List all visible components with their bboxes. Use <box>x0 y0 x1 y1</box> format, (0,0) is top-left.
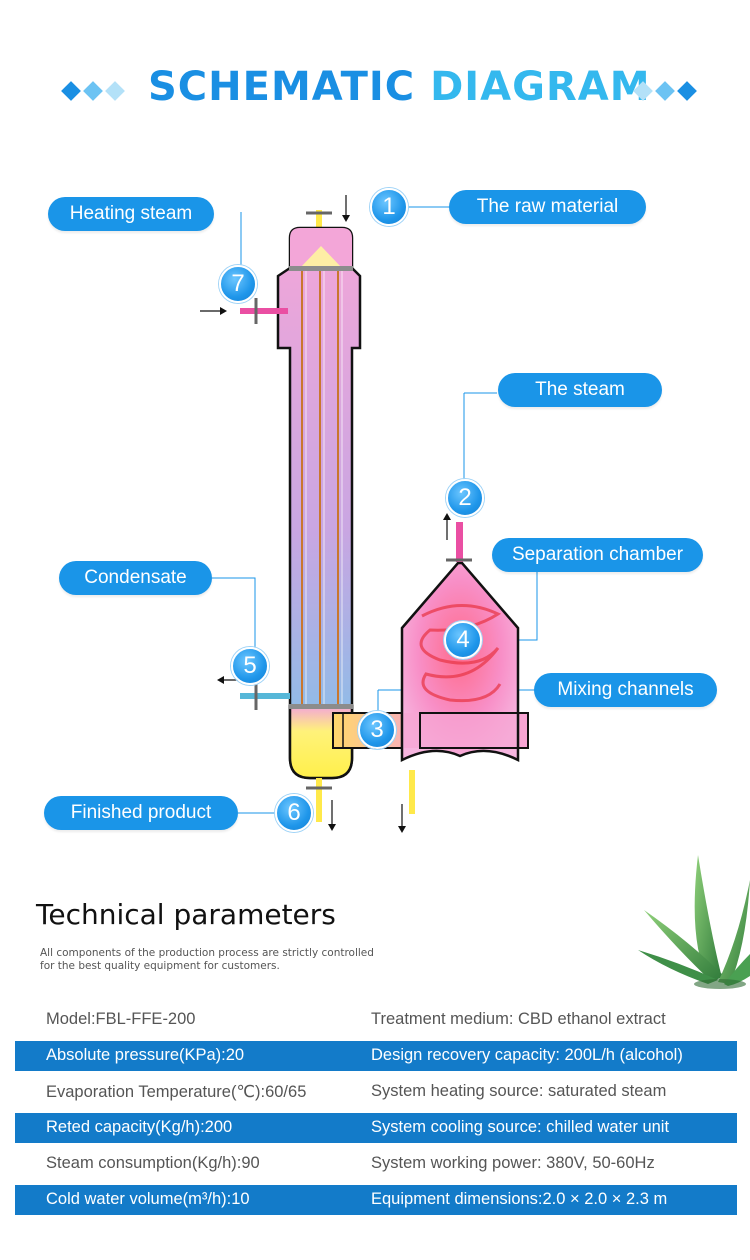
parameter-row: Model:FBL-FFE-200 Treatment medium: CBD … <box>15 1005 737 1035</box>
page-title: SCHEMATIC DIAGRAM <box>148 64 651 110</box>
mixing-channels-label: Mixing channels <box>534 673 717 707</box>
vapor-swirl <box>419 604 502 703</box>
parameter-cell: System heating source: saturated steam <box>371 1082 667 1100</box>
finished-product-pipe <box>316 778 322 822</box>
title-part-1: SCHEMATIC <box>148 64 416 110</box>
marker-5: 5 <box>231 647 269 685</box>
technical-parameters-subtitle: All components of the production process… <box>40 947 460 973</box>
marker-6: 6 <box>275 794 313 832</box>
marker-1: 1 <box>370 188 408 226</box>
finished-product-label: Finished product <box>44 796 238 830</box>
parameter-row: Evaporation Temperature(℃):60/65 System … <box>15 1077 737 1107</box>
separation-chamber-label: Separation chamber <box>492 538 703 572</box>
parameter-cell: Evaporation Temperature(℃):60/65 <box>46 1083 307 1101</box>
decorative-diamonds-left <box>61 81 130 103</box>
subtitle-line-1: All components of the production process… <box>40 947 374 959</box>
parameter-row: Steam consumption(Kg/h):90 System workin… <box>15 1149 737 1179</box>
schematic-diagram: The raw material Heating steam The steam… <box>0 170 750 850</box>
parameter-row: Reted capacity(Kg/h):200 System cooling … <box>15 1113 737 1143</box>
parameter-cell: System working power: 380V, 50-60Hz <box>371 1154 655 1172</box>
parameter-cell: System cooling source: chilled water uni… <box>371 1118 670 1136</box>
parameter-cell: Treatment medium: CBD ethanol extract <box>371 1010 666 1028</box>
subtitle-line-2: for the best quality equipment for custo… <box>40 960 280 972</box>
parameter-cell: Equipment dimensions:2.0 × 2.0 × 2.3 m <box>371 1190 668 1208</box>
parameter-cell: Reted capacity(Kg/h):200 <box>46 1118 233 1136</box>
title-part-2: DIAGRAM <box>430 64 651 110</box>
parameter-row: Cold water volume(m³/h):10 Equipment dim… <box>15 1185 737 1215</box>
marker-7: 7 <box>219 265 257 303</box>
technical-parameters-title: Technical parameters <box>36 898 336 931</box>
parameter-cell: Design recovery capacity: 200L/h (alcoho… <box>371 1046 683 1064</box>
aloe-plant-image <box>638 855 750 989</box>
header: SCHEMATIC DIAGRAM <box>0 58 750 128</box>
parameter-cell: Model:FBL-FFE-200 <box>46 1010 196 1028</box>
parameters-table: Model:FBL-FFE-200 Treatment medium: CBD … <box>15 1005 737 1221</box>
marker-4: 4 <box>444 621 482 659</box>
heat-tubes <box>301 271 339 704</box>
steam-label: The steam <box>498 373 662 407</box>
parameter-cell: Cold water volume(m³/h):10 <box>46 1190 250 1208</box>
separator-outlet-pipe <box>409 770 415 814</box>
heating-steam-label: Heating steam <box>48 197 214 231</box>
condensate-label: Condensate <box>59 561 212 595</box>
decorative-diamonds-right <box>633 81 702 103</box>
heating-steam-pipe <box>240 308 288 314</box>
parameter-cell: Steam consumption(Kg/h):90 <box>46 1154 260 1172</box>
marker-2: 2 <box>446 479 484 517</box>
raw-material-label: The raw material <box>449 190 646 224</box>
condensate-pipe <box>240 693 290 699</box>
steam-outlet-pipe <box>456 522 463 562</box>
parameter-row: Absolute pressure(KPa):20 Design recover… <box>15 1041 737 1071</box>
parameter-cell: Absolute pressure(KPa):20 <box>46 1046 245 1064</box>
marker-3: 3 <box>358 711 396 749</box>
